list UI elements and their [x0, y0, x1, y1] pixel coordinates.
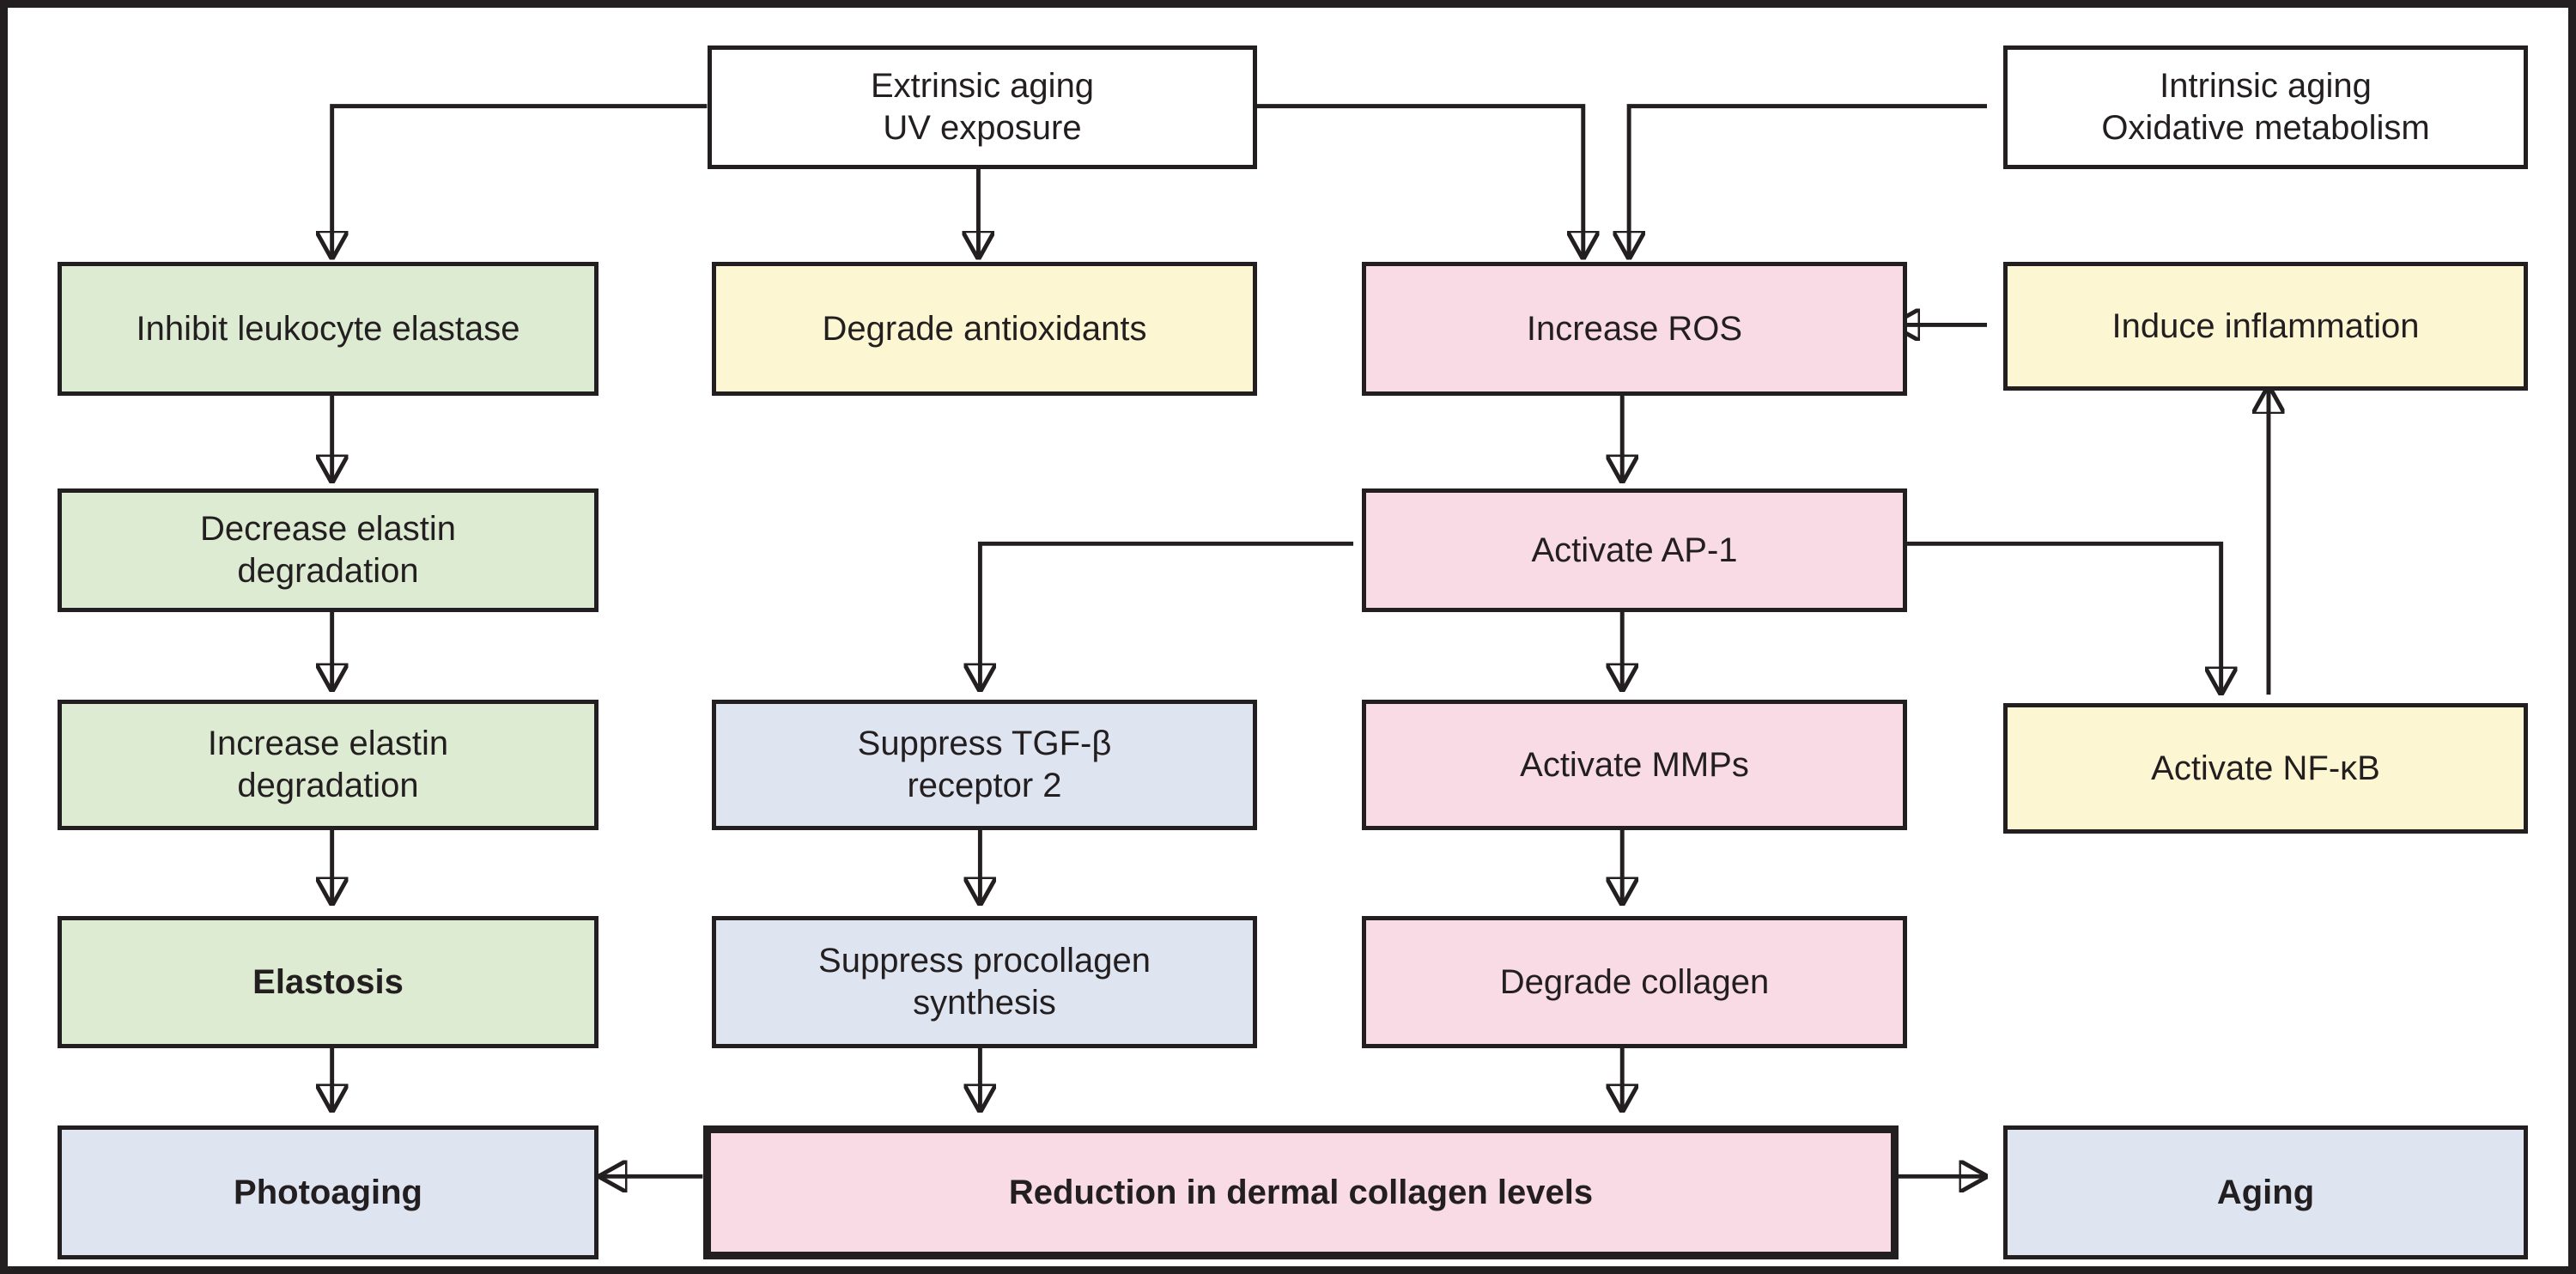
edge-activate-ap1-to-suppress-tgfb [980, 541, 1354, 691]
node-decrease-elastin-degradation: Decrease elastin degradation [58, 488, 598, 612]
node-degrade-collagen: Degrade collagen [1362, 916, 1907, 1048]
node-suppress-tgfb-receptor2-label: Suppress TGF-β receptor 2 [857, 725, 1112, 804]
edge-intrinsic-to-increase-ros [1629, 104, 1988, 259]
node-degrade-collagen-label: Degrade collagen [1499, 962, 1770, 1001]
node-photoaging-label: Photoaging [234, 1173, 422, 1211]
node-reduction-dermal-collagen-label: Reduction in dermal collagen levels [1008, 1173, 1594, 1211]
node-extrinsic-aging: Extrinsic aging UV exposure [708, 46, 1257, 169]
node-increase-elastin-degradation: Increase elastin degradation [58, 700, 598, 830]
flowchart-connectors [8, 104, 2568, 1266]
node-elastosis: Elastosis [58, 916, 598, 1048]
node-elastosis-label: Elastosis [252, 962, 404, 1001]
edge-extrinsic-to-increase-ros [1249, 104, 1583, 259]
node-degrade-antioxidants-label: Degrade antioxidants [822, 309, 1147, 348]
node-extrinsic-aging-label: Extrinsic aging UV exposure [870, 67, 1095, 147]
node-suppress-procollagen-label: Suppress procollagen synthesis [818, 942, 1151, 1022]
node-decrease-elastin-degradation-label: Decrease elastin degradation [200, 510, 456, 590]
node-degrade-antioxidants: Degrade antioxidants [712, 262, 1257, 396]
node-aging: Aging [2003, 1125, 2528, 1259]
node-suppress-tgfb-receptor2: Suppress TGF-β receptor 2 [712, 700, 1257, 830]
node-induce-inflammation: Induce inflammation [2003, 262, 2528, 391]
node-induce-inflammation-label: Induce inflammation [2111, 306, 2420, 345]
node-inhibit-leukocyte-elastase-label: Inhibit leukocyte elastase [136, 309, 520, 348]
node-suppress-procollagen: Suppress procollagen synthesis [712, 916, 1257, 1048]
node-intrinsic-aging: Intrinsic aging Oxidative metabolism [2003, 46, 2528, 169]
node-inhibit-leukocyte-elastase: Inhibit leukocyte elastase [58, 262, 598, 396]
node-activate-ap1: Activate AP-1 [1362, 488, 1907, 612]
edge-activate-ap1-to-activate-nfkb [1892, 541, 2221, 695]
node-activate-mmps-label: Activate MMPs [1520, 745, 1749, 784]
node-activate-ap1-label: Activate AP-1 [1531, 531, 1738, 569]
node-activate-nfkb-label: Activate NF-κB [2151, 749, 2380, 787]
node-activate-mmps: Activate MMPs [1362, 700, 1907, 830]
node-intrinsic-aging-label: Intrinsic aging Oxidative metabolism [2101, 67, 2430, 147]
node-activate-nfkb: Activate NF-κB [2003, 703, 2528, 834]
node-increase-ros-label: Increase ROS [1526, 309, 1743, 348]
node-increase-ros: Increase ROS [1362, 262, 1907, 396]
node-reduction-dermal-collagen: Reduction in dermal collagen levels [703, 1125, 1899, 1259]
edge-extrinsic-to-inhibit-leukocyte-elastase [332, 104, 708, 259]
node-aging-label: Aging [2216, 1173, 2315, 1211]
node-photoaging: Photoaging [58, 1125, 598, 1259]
node-increase-elastin-degradation-label: Increase elastin degradation [207, 725, 449, 804]
